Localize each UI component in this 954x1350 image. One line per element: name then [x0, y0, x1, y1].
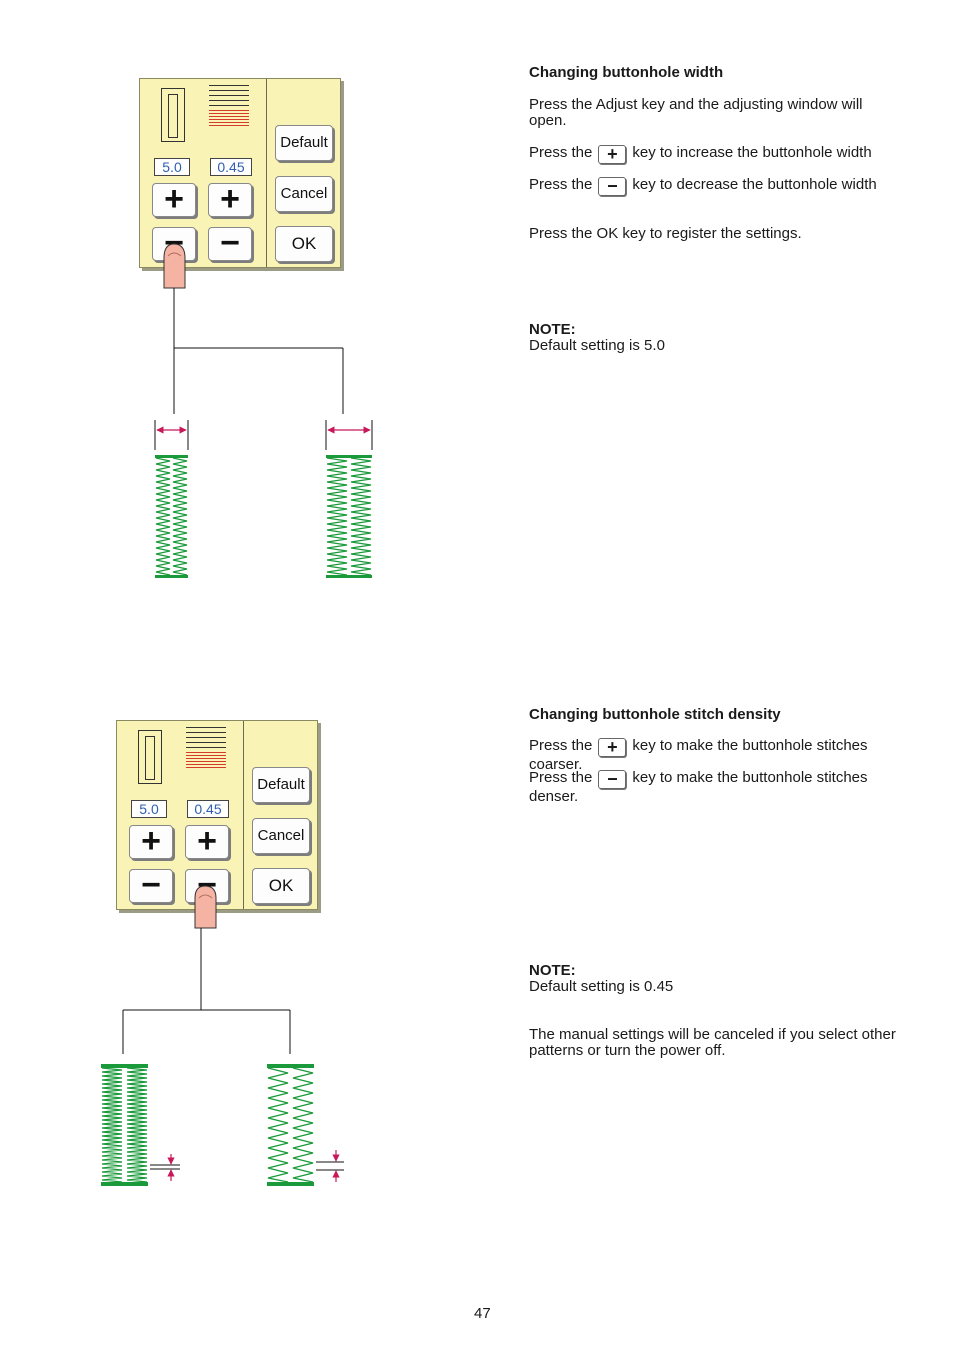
width-value-display: 5.0: [131, 800, 167, 818]
density-value-display: 0.45: [187, 800, 229, 818]
connector-lines: [122, 928, 291, 1054]
panel-divider: [243, 721, 244, 909]
default-button[interactable]: Default: [252, 767, 310, 803]
instruction-suffix: key to increase the buttonhole width: [632, 144, 872, 161]
density-arrow-dense: [150, 1154, 180, 1181]
finger-pointer-icon: [163, 243, 186, 289]
density-value-display: 0.45: [210, 158, 252, 176]
width-intro-text: Press the Adjust key and the adjusting w…: [529, 96, 863, 129]
density-lines-icon: [186, 727, 226, 770]
density-plus-instruction: Press the +key to make the buttonhole sti…: [529, 738, 909, 773]
instruction-suffix: key to make the buttonhole stitches coar…: [529, 737, 868, 773]
buttonhole-icon: [161, 88, 185, 142]
width-value-display: 5.0: [154, 158, 190, 176]
note-text: Default setting is 0.45: [529, 978, 674, 995]
instruction-prefix: Press the: [529, 737, 593, 754]
ok-button[interactable]: OK: [275, 226, 333, 262]
instruction-suffix: key to decrease the buttonhole width: [632, 176, 877, 193]
note-label: NOTE:: [529, 962, 576, 979]
adjust-panel-density: 5.0 0.45 + + − − Default Cancel OK: [116, 720, 318, 910]
plus-key-icon: +: [598, 738, 627, 757]
buttonhole-stitch-coarse: [267, 1064, 314, 1186]
instruction-prefix: Press the: [529, 176, 593, 193]
minus-key-icon: −: [598, 177, 627, 196]
width-minus-button[interactable]: −: [129, 868, 173, 903]
buttonhole-stitch-wide: [326, 455, 372, 578]
default-button[interactable]: Default: [275, 125, 333, 161]
width-plus-button[interactable]: +: [152, 182, 196, 217]
width-note: NOTE: Default setting is 5.0: [529, 322, 909, 354]
buttonhole-stitch-dense: [101, 1064, 148, 1186]
plus-key-icon: +: [598, 145, 627, 164]
width-arrow-wide: [325, 420, 373, 450]
density-minus-button[interactable]: −: [208, 226, 252, 261]
width-minus-instruction: Press the−key to decrease the buttonhole…: [529, 177, 949, 196]
finger-pointer-icon: [194, 885, 217, 929]
instruction-prefix: Press the: [529, 769, 593, 786]
ok-button[interactable]: OK: [252, 868, 310, 904]
connector-lines: [173, 288, 344, 414]
width-plus-instruction: Press the + key to increase the buttonhole…: [529, 145, 949, 164]
note-text: Default setting is 5.0: [529, 337, 665, 354]
instruction-suffix: key to make the buttonhole stitches dens…: [529, 769, 868, 805]
density-plus-button[interactable]: +: [185, 824, 229, 859]
width-arrow-narrow: [154, 420, 189, 450]
density-minus-instruction: Press the−key to make the buttonhole sti…: [529, 770, 909, 805]
width-heading: Changing buttonhole width: [529, 64, 724, 81]
instruction-prefix: Press the: [529, 144, 593, 161]
density-lines-icon: [209, 85, 249, 128]
cancel-button[interactable]: Cancel: [275, 176, 333, 212]
note-label: NOTE:: [529, 321, 576, 338]
buttonhole-icon: [138, 730, 162, 784]
minus-key-icon: −: [598, 770, 627, 789]
density-heading: Changing buttonhole stitch density: [529, 706, 781, 723]
density-note: NOTE: Default setting is 0.45: [529, 963, 909, 995]
density-arrow-coarse: [316, 1150, 344, 1182]
cancel-settings-note: The manual settings will be canceled if …: [529, 1026, 896, 1059]
density-plus-button[interactable]: +: [208, 182, 252, 217]
panel-divider: [266, 79, 267, 267]
page-number: 47: [474, 1305, 491, 1322]
width-ok-instruction: Press the OK key to register the setting…: [529, 225, 802, 242]
buttonhole-stitch-narrow: [155, 455, 188, 578]
width-plus-button[interactable]: +: [129, 824, 173, 859]
cancel-button[interactable]: Cancel: [252, 818, 310, 854]
